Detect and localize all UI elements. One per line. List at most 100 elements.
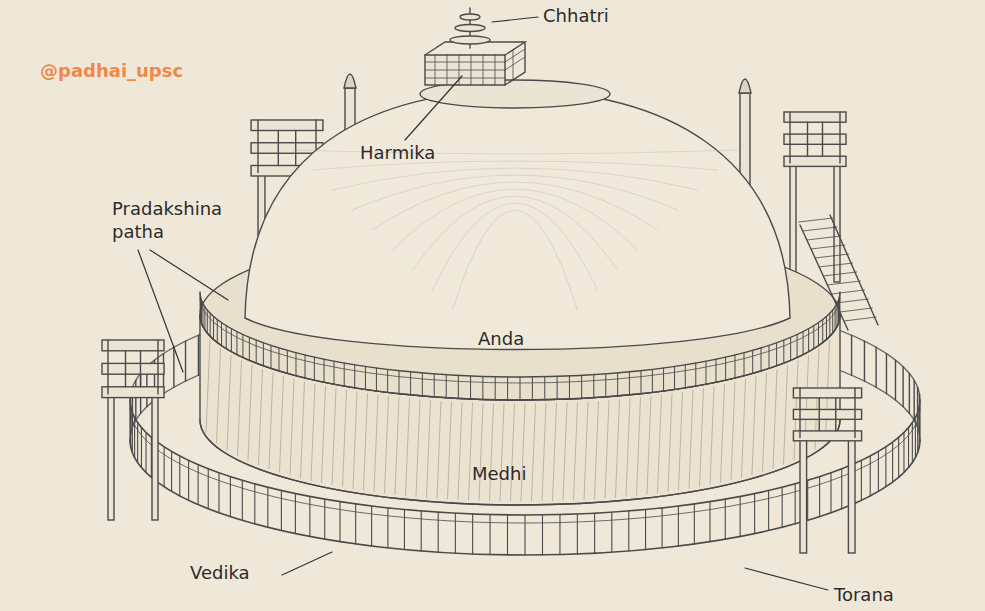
rail-post: [446, 375, 447, 398]
rail-post: [864, 341, 865, 381]
hatch-line: [248, 365, 252, 460]
hatch-line: [427, 401, 431, 498]
hatch-line: [311, 384, 315, 480]
rail-post: [678, 506, 679, 546]
rail-post: [752, 350, 753, 373]
hatch-line: [393, 189, 638, 250]
rail-post: [795, 484, 796, 524]
vedika-leader: [282, 552, 332, 575]
rail-post: [769, 345, 770, 368]
rail-post: [838, 300, 839, 323]
rail-post: [472, 514, 473, 554]
rail-post: [489, 515, 490, 555]
rail-post: [145, 432, 146, 472]
rail-post: [204, 307, 205, 330]
rail-post: [839, 297, 840, 320]
hatch-line: [553, 403, 557, 500]
rail-post: [188, 460, 189, 500]
hatch-line: [385, 396, 389, 493]
hatch-line: [416, 400, 420, 497]
hatch-line: [784, 366, 788, 465]
rail-post: [875, 347, 876, 387]
rail-post: [886, 354, 887, 394]
pradakshina-leader-upper: [150, 250, 228, 300]
rail-post: [559, 515, 560, 555]
vedika-front-posts: [130, 402, 920, 555]
rail-post: [908, 428, 909, 468]
rail-post: [267, 487, 268, 527]
chhatri: [450, 8, 490, 48]
hatch-line: [227, 355, 231, 450]
rail-post: [841, 469, 842, 509]
hatch-line: [605, 401, 609, 498]
rail-post: [254, 484, 255, 524]
watermark: @padhai_upsc: [40, 60, 183, 83]
rail-post: [782, 487, 783, 527]
rail-post: [761, 348, 762, 371]
rail-post: [230, 477, 231, 517]
rail-post: [249, 337, 250, 360]
hatch-line: [668, 394, 672, 492]
hatch-line: [373, 182, 658, 230]
rail-post: [208, 469, 209, 509]
rail-post: [333, 361, 334, 384]
rail-post: [287, 350, 288, 373]
rail-post: [134, 418, 135, 458]
rail-post: [281, 491, 282, 531]
hatch-line: [521, 404, 525, 501]
rail-post: [458, 375, 459, 398]
hatch-line: [584, 402, 588, 499]
rail-post: [581, 375, 582, 398]
rail-post: [695, 363, 696, 386]
hatch-line: [453, 210, 578, 310]
part-label: Harmika: [360, 142, 435, 165]
hatch-line: [752, 376, 756, 474]
rail-post: [213, 316, 214, 339]
rail-post: [207, 310, 208, 333]
hatch-line: [595, 401, 599, 498]
hatch-line: [333, 168, 698, 190]
rail-post: [706, 361, 707, 384]
medhi-rail-posts: [200, 294, 840, 400]
hatch-line: [490, 404, 494, 501]
rail-post: [520, 377, 521, 400]
hatch-line: [280, 376, 284, 472]
rail-post: [544, 377, 545, 400]
rail-post: [410, 372, 411, 395]
rail-post: [171, 451, 172, 491]
rail-post: [909, 374, 910, 414]
rail-post: [173, 347, 174, 387]
hatch-line: [395, 398, 399, 495]
rail-post: [376, 368, 377, 391]
rail-post: [577, 514, 578, 554]
rail-post: [903, 432, 904, 472]
part-label: Vedika: [190, 562, 250, 585]
rail-post: [917, 412, 918, 452]
rail-post: [629, 372, 630, 395]
medhi-rail-top: [200, 292, 840, 377]
hatch-line: [301, 382, 305, 478]
rail-post: [532, 377, 533, 400]
rail-post: [895, 360, 896, 400]
hatch-line: [721, 384, 725, 482]
hatch-line: [658, 395, 662, 493]
rail-post: [198, 335, 199, 375]
rail-post: [314, 357, 315, 380]
rail-post: [754, 494, 755, 534]
hatch-line: [500, 404, 504, 501]
hatch-line: [637, 398, 641, 495]
rail-post: [270, 345, 271, 368]
torana-gate: [793, 388, 861, 553]
rail-post: [851, 335, 852, 375]
part-label: Pradakshina patha: [112, 198, 232, 243]
leader-lines: [138, 17, 828, 590]
rail-post: [344, 363, 345, 386]
dome-hatching: [293, 150, 738, 310]
rail-post: [198, 465, 199, 505]
rail-post: [455, 513, 456, 553]
rail-post: [507, 515, 508, 555]
rail-post: [830, 473, 831, 513]
rail-post: [141, 428, 142, 468]
anda-dome: [245, 90, 790, 350]
